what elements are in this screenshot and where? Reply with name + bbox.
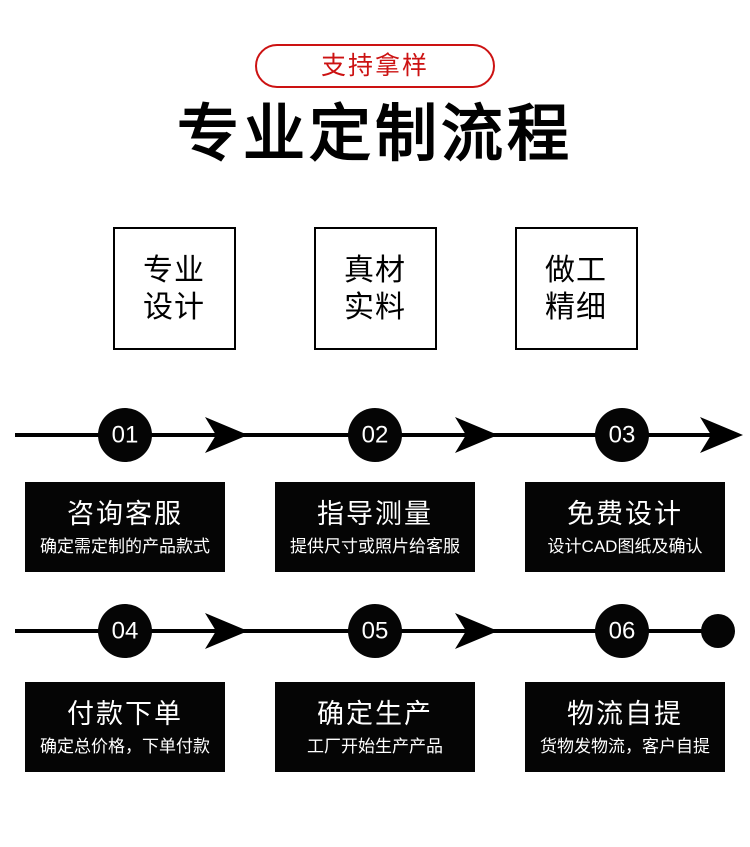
timeline-row-2: 04 05 06	[0, 603, 750, 659]
step-marker-number-03: 03	[609, 422, 636, 449]
arrow-head-icon	[455, 417, 498, 453]
step-marker-circle-04	[98, 604, 152, 658]
step-card-02: 指导测量 提供尺寸或照片给客服	[275, 482, 475, 572]
feature-box-material-line1: 真材	[344, 253, 406, 287]
timeline-row-1: 01 02 03	[0, 407, 750, 463]
feature-box-workmanship: 做工 精细	[514, 227, 638, 350]
badge-container: 支持拿样	[0, 44, 750, 88]
arrow-head-icon	[700, 417, 743, 453]
step-card-03-subtitle: 设计CAD图纸及确认	[547, 536, 703, 556]
arrow-head-icon	[205, 417, 248, 453]
feature-box-workmanship-line1: 做工	[545, 253, 607, 287]
feature-box-design-line1: 专业	[143, 253, 205, 287]
step-card-list-row-1: 咨询客服 确定需定制的产品款式 指导测量 提供尺寸或照片给客服 免费设计 设计C…	[25, 482, 725, 572]
step-card-03-title: 免费设计	[567, 498, 683, 529]
step-card-01-title: 咨询客服	[67, 498, 183, 529]
step-card-02-title: 指导测量	[317, 498, 433, 529]
step-card-04-title: 付款下单	[67, 698, 183, 729]
step-card-05: 确定生产 工厂开始生产产品	[275, 682, 475, 772]
step-marker-circle-01	[98, 408, 152, 462]
step-card-01: 咨询客服 确定需定制的产品款式	[25, 482, 225, 572]
step-card-02-subtitle: 提供尺寸或照片给客服	[290, 536, 460, 556]
page-title: 专业定制流程	[176, 100, 573, 169]
step-card-list-row-2: 付款下单 确定总价格，下单付款 确定生产 工厂开始生产产品 物流自提 货物发物流…	[25, 682, 725, 772]
feature-box-design-line2: 设计	[143, 290, 205, 324]
arrow-head-icon	[205, 613, 248, 649]
step-card-05-title: 确定生产	[317, 698, 433, 729]
step-marker-circle-05	[348, 604, 402, 658]
step-marker-number-02: 02	[362, 422, 389, 449]
feature-box-workmanship-line2: 精细	[545, 290, 607, 324]
feature-box-design: 专业 设计	[112, 227, 236, 350]
step-card-01-subtitle: 确定需定制的产品款式	[40, 536, 210, 556]
sample-support-badge: 支持拿样	[255, 44, 495, 88]
feature-box-material-line2: 实料	[344, 290, 406, 324]
step-card-06: 物流自提 货物发物流，客户自提	[525, 682, 725, 772]
feature-box-list: 专业 设计 真材 实料 做工 精细	[0, 227, 750, 351]
step-marker-circle-02	[348, 408, 402, 462]
step-card-04: 付款下单 确定总价格，下单付款	[25, 682, 225, 772]
step-card-05-subtitle: 工厂开始生产产品	[307, 736, 443, 756]
step-card-04-subtitle: 确定总价格，下单付款	[40, 736, 210, 756]
step-marker-circle-06	[595, 604, 649, 658]
step-marker-number-06: 06	[609, 618, 636, 645]
step-card-06-title: 物流自提	[567, 698, 683, 729]
step-card-06-subtitle: 货物发物流，客户自提	[540, 736, 710, 756]
step-marker-number-04: 04	[112, 618, 139, 645]
step-marker-circle-03	[595, 408, 649, 462]
timeline-end-dot-icon	[701, 614, 735, 648]
step-card-03: 免费设计 设计CAD图纸及确认	[525, 482, 725, 572]
arrow-head-icon	[455, 613, 498, 649]
step-marker-number-05: 05	[362, 618, 389, 645]
step-marker-number-01: 01	[112, 422, 139, 449]
feature-box-material: 真材 实料	[313, 227, 437, 350]
